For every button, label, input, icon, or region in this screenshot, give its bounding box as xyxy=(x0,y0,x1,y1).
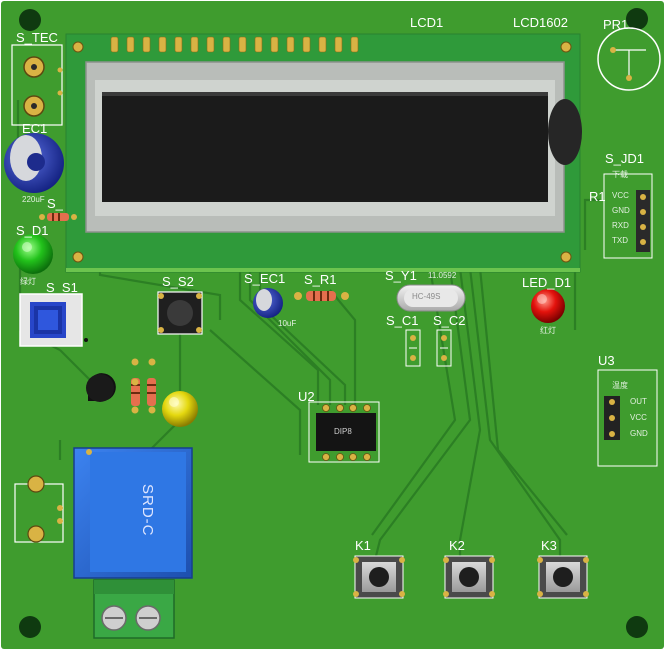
k1-push-button xyxy=(353,555,405,599)
s-small-resistor xyxy=(39,213,77,221)
label-red-led-note: 红灯 xyxy=(540,326,556,335)
label-u3-gnd: GND xyxy=(630,429,648,438)
label-s-d1: S_D1 xyxy=(16,223,49,238)
label-lcd1602: LCD1602 xyxy=(513,15,568,30)
label-pin-txd: TXD xyxy=(612,236,628,245)
screw-terminal xyxy=(93,579,175,639)
lcd-glass-reflection xyxy=(102,92,548,96)
label-ec1: EC1 xyxy=(22,121,48,136)
label-u3-out: OUT xyxy=(630,397,647,406)
label-k2: K2 xyxy=(449,538,465,553)
label-u3-vcc: VCC xyxy=(630,413,647,422)
label-led-d1: LED_D1 xyxy=(522,275,572,290)
left-terminal-block xyxy=(14,475,64,543)
label-relay-srd-c: SRD-C xyxy=(139,484,156,537)
label-crystal-text: HC-49S xyxy=(412,292,441,301)
s-y1-crystal xyxy=(396,284,466,312)
label-s-s2: S_S2 xyxy=(162,274,194,289)
s-c1-capacitor xyxy=(405,329,421,367)
s-ec1-capacitor xyxy=(253,288,283,318)
s-d1-green-led xyxy=(13,234,53,274)
ec1-electrolytic-capacitor xyxy=(4,133,64,193)
s-c2-capacitor xyxy=(436,329,452,367)
label-u3: U3 xyxy=(598,353,615,368)
label-s-ec1: S_EC1 xyxy=(244,271,286,286)
u3-sensor-header xyxy=(597,369,658,467)
yellow-led xyxy=(162,391,198,427)
mounting-hole-bottom-left xyxy=(19,616,41,638)
label-s-c2: S_C2 xyxy=(433,313,466,328)
label-s-short: S_ xyxy=(47,196,63,211)
label-s-s1: S_S1 xyxy=(46,280,78,295)
label-download: 下载 xyxy=(612,170,628,179)
s-r1-resistor xyxy=(294,291,349,301)
label-s-y1: S_Y1 xyxy=(385,268,417,283)
lcd-glass xyxy=(102,92,548,202)
label-pr1: PR1 xyxy=(603,17,629,32)
k3-push-button xyxy=(537,555,589,599)
transistor xyxy=(86,373,116,402)
mounting-holes xyxy=(19,8,648,638)
s-tec-component xyxy=(11,44,63,126)
label-pin-gnd: GND xyxy=(612,206,630,215)
label-k3: K3 xyxy=(541,538,557,553)
mounting-hole-bottom-right xyxy=(626,616,648,638)
label-pin-vcc: VCC xyxy=(612,191,629,200)
mounting-hole-top-right xyxy=(626,8,648,30)
label-lcd1: LCD1 xyxy=(410,15,444,30)
mounting-hole-top-left xyxy=(19,9,41,31)
label-ec1-value: 220uF xyxy=(22,195,45,204)
relay-srd-c xyxy=(73,447,193,579)
label-s-ec1-value: 10uF xyxy=(278,319,297,328)
pr1-photoresistor xyxy=(597,27,661,91)
label-u2: U2 xyxy=(298,389,315,404)
label-r1: R1 xyxy=(589,189,606,204)
label-k1: K1 xyxy=(355,538,371,553)
s-s2-push-button xyxy=(157,291,203,335)
lcd-pcb-edge xyxy=(66,268,580,272)
lcd-header-pins xyxy=(110,36,359,53)
label-u2-chip: DIP8 xyxy=(334,427,352,436)
k2-push-button xyxy=(443,555,495,599)
label-s-r1: S_R1 xyxy=(304,272,337,287)
small-resistors-pair xyxy=(131,358,156,414)
label-s-tec: S_TEC xyxy=(16,30,58,45)
label-green-led-note: 绿灯 xyxy=(20,277,36,286)
lcd-module xyxy=(65,33,582,273)
s-s1-switch xyxy=(19,293,88,347)
u2-ic xyxy=(308,401,380,463)
led-d1-red-led xyxy=(531,289,565,323)
label-u3-note: 温度 xyxy=(612,381,628,390)
label-s-jd1: S_JD1 xyxy=(605,151,645,166)
lcd-backlight-blob xyxy=(548,99,582,165)
label-s-y1-value: 11.0592 xyxy=(428,271,457,280)
lcd-corner-holes xyxy=(72,41,572,263)
s-jd1-header xyxy=(603,173,653,259)
label-pin-rxd: RXD xyxy=(612,221,629,230)
label-s-c1: S_C1 xyxy=(386,313,419,328)
